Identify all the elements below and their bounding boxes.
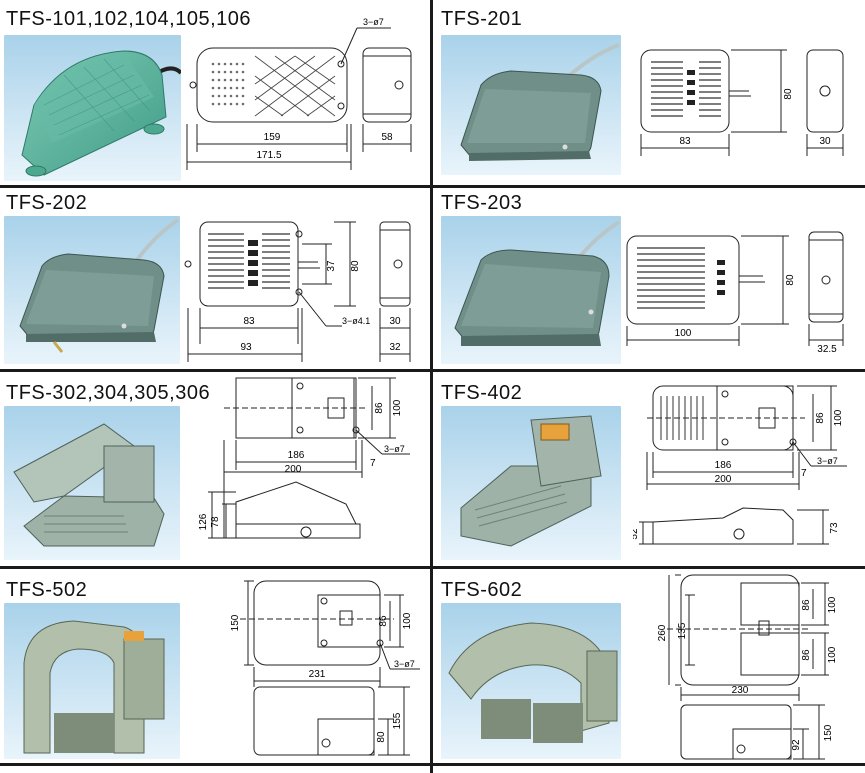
dim-width: 231 (309, 669, 326, 680)
panel-title: TFS-502 (6, 579, 88, 601)
dimension-drawing: 150 231 86 100 3−ø7 80 155 (230, 580, 420, 756)
dim-offset: 7 (370, 458, 376, 469)
product-photo (441, 603, 621, 759)
dim-height-outer-left: 260 (657, 624, 668, 641)
dim-height-inner-left: 135 (677, 622, 688, 639)
panel-title: TFS-202 (6, 192, 88, 214)
dim-height-outer: 100 (402, 612, 413, 629)
dim-side-inner: 92 (791, 739, 802, 751)
panel-tfs-502: TFS-502 (0, 569, 430, 763)
dim-side-inner: 52 (633, 528, 640, 540)
dim-depth-outer: 32 (389, 342, 401, 353)
dim-height-outer: 100 (392, 399, 403, 416)
dim-width-inner: 83 (243, 316, 255, 327)
dim-hole: 3−ø4.1 (342, 316, 370, 326)
dim-height-inner: 86 (815, 412, 826, 424)
dim-depth-inner: 30 (389, 316, 401, 327)
dim-height-b: 100 (827, 596, 838, 613)
horizontal-divider-3 (0, 566, 865, 569)
dim-width-outer: 171.5 (256, 150, 281, 161)
dim-height-d: 100 (827, 646, 838, 663)
dim-width-inner: 159 (264, 132, 281, 143)
product-photo (441, 216, 621, 364)
dim-depth: 32.5 (817, 344, 837, 355)
dim-hole: 3−ø7 (363, 17, 384, 27)
dim-width-outer: 200 (285, 464, 302, 475)
product-photo (441, 35, 621, 175)
bottom-rule (0, 763, 865, 766)
dim-width-inner: 186 (288, 450, 305, 461)
dim-side-outer: 73 (829, 522, 840, 534)
panel-tfs-602: TFS-602 (433, 569, 865, 763)
dim-width-outer: 93 (240, 342, 252, 353)
dim-hole: 3−ø7 (817, 456, 838, 466)
dim-height: 80 (785, 274, 796, 286)
dimension-drawing: 186 200 86 100 7 3−ø7 78 126 (198, 377, 410, 539)
panel-title: TFS-602 (441, 579, 523, 601)
product-photo (4, 406, 180, 560)
dim-side-inner: 80 (376, 731, 387, 743)
panel-title: TFS-203 (441, 192, 523, 214)
dim-side-outer: 155 (392, 712, 403, 729)
product-photo (441, 406, 621, 560)
dimension-drawing: 159 171.5 58 3−ø7 (186, 17, 412, 170)
dimension-drawing: 100 80 32.5 (626, 231, 844, 355)
panel-title: TFS-101,102,104,105,106 (6, 8, 252, 30)
horizontal-divider-2 (0, 369, 865, 372)
panel-tfs-101: TFS-101,102,104,105,106 (0, 0, 430, 185)
panel-tfs-202: TFS-202 (0, 188, 430, 369)
panel-tfs-402: TFS-402 (433, 372, 865, 566)
dimension-drawing: 83 93 37 80 30 32 3−ø4.1 (184, 221, 411, 362)
dim-hole: 3−ø7 (384, 444, 405, 454)
vertical-divider (430, 0, 433, 773)
dim-height-left: 150 (230, 614, 241, 631)
dim-height-outer: 80 (350, 260, 361, 272)
dimension-drawing: 260 135 86 100 86 100 230 92 150 (657, 574, 838, 760)
dim-height-a: 86 (801, 599, 812, 611)
product-photo (4, 35, 181, 181)
product-photo (4, 603, 180, 759)
dim-hole: 3−ø7 (394, 659, 415, 669)
dim-side-inner: 78 (210, 516, 221, 528)
dim-height-c: 86 (801, 649, 812, 661)
panel-title: TFS-302,304,305,306 (6, 382, 211, 404)
dim-width-inner: 186 (715, 460, 732, 471)
dim-side-outer: 150 (823, 724, 834, 741)
panel-tfs-203: TFS-203 (433, 188, 865, 369)
dim-height-outer: 100 (833, 409, 844, 426)
panel-tfs-302: TFS-302,304,305,306 (0, 372, 430, 566)
dimension-drawing: 83 80 30 (640, 49, 844, 156)
dim-height-inner: 37 (326, 260, 337, 272)
dim-width: 100 (675, 328, 692, 339)
dim-side-outer: 126 (198, 513, 209, 530)
panel-title: TFS-201 (441, 8, 523, 30)
dim-height-inner: 86 (374, 402, 385, 414)
dimension-drawing: 186 200 86 100 7 3−ø7 52 73 (633, 385, 847, 545)
dim-height: 80 (783, 88, 794, 100)
dim-depth: 58 (381, 132, 393, 143)
panel-title: TFS-402 (441, 382, 523, 404)
dim-depth: 30 (819, 136, 831, 147)
panel-tfs-201: TFS-201 (433, 0, 865, 185)
dim-offset: 7 (801, 468, 807, 479)
dim-height-inner: 86 (378, 615, 389, 627)
dim-width: 230 (732, 685, 749, 696)
dim-width: 83 (679, 136, 691, 147)
product-photo (4, 216, 180, 364)
dim-width-outer: 200 (715, 474, 732, 485)
horizontal-divider-1 (0, 185, 865, 188)
